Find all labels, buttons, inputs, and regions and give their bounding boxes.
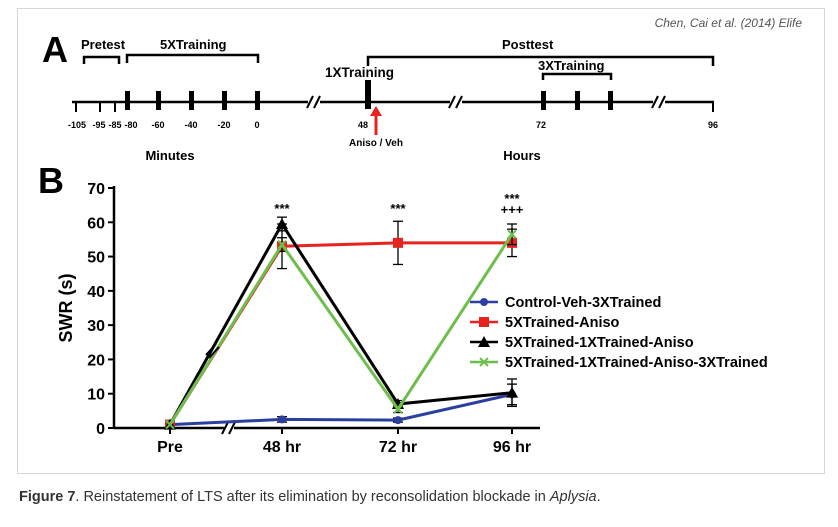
drug-arrow-icon (370, 106, 382, 135)
data-point (393, 404, 403, 414)
training3x-bracket (541, 72, 613, 80)
figure-canvas: Chen, Cai et al. (2014) Elife A Pretest … (38, 16, 803, 456)
data-point (479, 317, 489, 327)
x-axis-break-gap (224, 422, 234, 434)
data-point (276, 218, 288, 229)
y-tick-label: 0 (96, 421, 105, 438)
caption-label: Figure 7 (19, 489, 76, 505)
pretest-bracket (82, 55, 121, 64)
data-point (478, 336, 490, 347)
timeline-breaks (306, 94, 666, 110)
data-point (506, 386, 518, 398)
line-break-mark (208, 346, 220, 359)
data-point (165, 419, 175, 430)
posttest-bracket (366, 55, 715, 66)
x-tick-label: 96 hr (493, 439, 531, 456)
training5x-bracket (125, 53, 260, 63)
pretest-label: Pretest (81, 37, 126, 52)
data-point (393, 237, 403, 248)
x-axis-break-mark (221, 421, 229, 435)
y-tick-label: 30 (87, 318, 105, 335)
tick-label: -20 (217, 120, 230, 130)
data-point-stroke (479, 357, 489, 367)
legend-item: Control-Veh-3XTrained (470, 295, 661, 311)
tick-label: 0 (254, 120, 259, 130)
legend-item: 5XTrained-Aniso (470, 315, 620, 331)
legend-label: 5XTrained-Aniso (505, 315, 620, 331)
tick-label: -85 (108, 120, 121, 130)
minutes-label: Minutes (145, 148, 194, 163)
tick-label: 48 (358, 120, 368, 130)
significance-mark: *** (274, 201, 290, 216)
data-point-stroke (165, 419, 175, 430)
y-tick-label: 50 (87, 250, 105, 267)
panel-b-label: B (38, 160, 64, 201)
y-axis-label: SWR (s) (56, 274, 76, 343)
y-tick-label: 40 (87, 284, 105, 301)
figure-caption: Figure 7. Reinstatement of LTS after its… (19, 489, 819, 505)
data-point-stroke (507, 229, 517, 239)
significance-annotations: *********+++ (274, 191, 523, 217)
data-point (278, 415, 286, 424)
posttest-label: Posttest (502, 37, 554, 52)
x-tick-label: Pre (157, 439, 183, 456)
tick-label: 72 (536, 120, 546, 130)
tick-label: -60 (151, 120, 164, 130)
x-axis-ticks: Pre 48 hr 72 hr 96 hr (157, 428, 531, 456)
training3x-label: 3XTraining (538, 58, 605, 73)
significance-mark: +++ (501, 202, 524, 217)
y-tick-label: 70 (87, 181, 105, 198)
tick-label: -95 (92, 120, 105, 130)
data-point (507, 229, 517, 239)
data-point-stroke (277, 239, 287, 250)
series-line (168, 233, 514, 426)
tick-label: -80 (124, 120, 137, 130)
line-break-mark (205, 343, 217, 356)
hours-label: Hours (503, 148, 541, 163)
y-tick-label: 60 (87, 215, 105, 232)
legend-item: 5XTrained-1XTrained-Aniso (470, 335, 694, 351)
x-axis-break-mark (228, 421, 236, 435)
y-axis-ticks: 0 10 20 30 40 50 60 70 (87, 181, 114, 438)
citation: Chen, Cai et al. (2014) Elife (655, 16, 803, 30)
training1x-label: 1XTraining (325, 65, 394, 80)
data-point (480, 298, 488, 306)
panel-a: A Pretest 5XTraining Posttest 1XTraining… (42, 29, 718, 163)
legend-item: 5XTrained-1XTrained-Aniso-3XTrained (470, 355, 768, 371)
y-tick-label: 20 (87, 352, 105, 369)
caption-end: . (596, 489, 601, 505)
legend-label: Control-Veh-3XTrained (505, 295, 661, 311)
caption-italic: Aplysia (549, 489, 597, 505)
tick-label: 96 (708, 120, 718, 130)
timeline-minor-ticks (75, 102, 714, 112)
tick-label: -105 (68, 120, 86, 130)
significance-mark: *** (504, 191, 520, 206)
series-line (168, 221, 513, 426)
series-5xtrained-1xtrained-aniso-3xtrained (165, 223, 517, 430)
series-5xtrained-1xtrained-aniso (164, 216, 518, 430)
series-layer (164, 216, 518, 430)
x-tick-label: 72 hr (379, 439, 417, 456)
caption-text: . Reinstatement of LTS after its elimina… (75, 489, 550, 505)
significance-mark: *** (390, 201, 406, 216)
y-tick-label: 10 (87, 387, 105, 404)
drug-label: Aniso / Veh (349, 138, 403, 149)
legend: Control-Veh-3XTrained 5XTrained-Aniso 5XTr… (470, 295, 768, 371)
figure-frame (17, 8, 825, 474)
chart-axes (112, 186, 540, 435)
data-point-stroke (393, 404, 403, 414)
training5x-label: 5XTraining (160, 37, 227, 52)
data-point (394, 416, 402, 425)
series-line (169, 392, 513, 427)
data-point (277, 239, 287, 250)
tick-label: -40 (184, 120, 197, 130)
panel-a-label: A (42, 29, 68, 70)
series-control-veh-3xtrained (166, 383, 517, 429)
x-tick-label: 48 hr (263, 439, 301, 456)
legend-label: 5XTrained-1XTrained-Aniso (505, 335, 694, 351)
panel-b: B SWR (s) 0 10 20 30 40 50 60 70 Pre 48 hr 72 hr 9… (38, 160, 768, 456)
legend-label: 5XTrained-1XTrained-Aniso-3XTrained (505, 355, 768, 371)
training-blocks (125, 80, 613, 110)
data-point (479, 357, 489, 367)
